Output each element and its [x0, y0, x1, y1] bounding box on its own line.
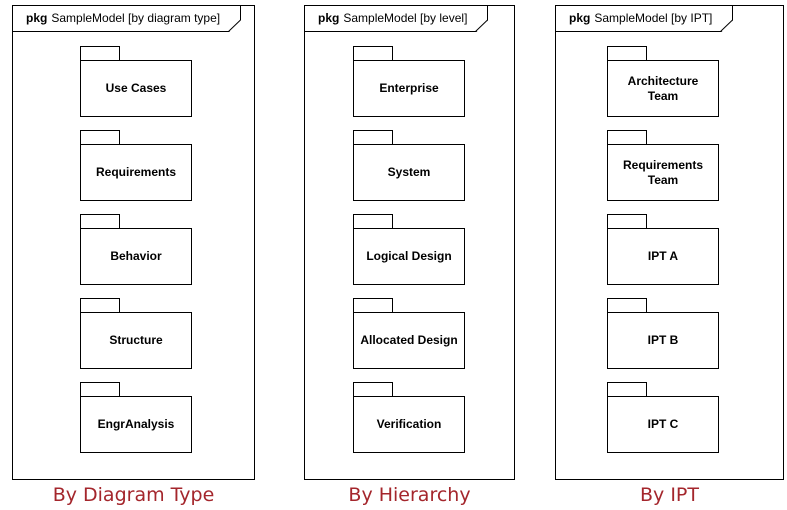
frame-title: SampleModel [by IPT] — [594, 11, 713, 25]
package-label: Structure — [80, 312, 192, 369]
package-tab — [353, 298, 393, 312]
package-tab — [353, 130, 393, 144]
package-tab — [607, 46, 647, 60]
caption-by-diagram-type: By Diagram Type — [52, 484, 215, 506]
frame-keyword: pkg — [26, 11, 48, 25]
frame-title: SampleModel [by diagram type] — [51, 11, 221, 25]
package-label: Requirements Team — [607, 144, 719, 201]
caption-by-hierarchy: By Hierarchy — [348, 484, 471, 506]
package-label: Enterprise — [353, 60, 465, 117]
package-label: Behavior — [80, 228, 192, 285]
package-label: Allocated Design — [353, 312, 465, 369]
frame-title: SampleModel [by level] — [343, 11, 468, 25]
package-tab — [607, 214, 647, 228]
package-label: IPT C — [607, 396, 719, 453]
package-tab — [80, 130, 120, 144]
package-tab — [353, 46, 393, 60]
package-tab — [607, 298, 647, 312]
package-label: System — [353, 144, 465, 201]
package-label: EngrAnalysis — [80, 396, 192, 453]
package-tab — [80, 214, 120, 228]
package-label: Logical Design — [353, 228, 465, 285]
package-tab — [353, 382, 393, 396]
package-tab — [80, 298, 120, 312]
package-tab — [80, 46, 120, 60]
package-tab — [607, 130, 647, 144]
package-label: Architecture Team — [607, 60, 719, 117]
package-label: IPT B — [607, 312, 719, 369]
caption-by-ipt: By IPT — [640, 484, 699, 506]
package-tab — [80, 382, 120, 396]
package-label: Verification — [353, 396, 465, 453]
package-label: Use Cases — [80, 60, 192, 117]
frame-keyword: pkg — [569, 11, 591, 25]
package-tab — [353, 214, 393, 228]
package-tab — [607, 382, 647, 396]
frame-keyword: pkg — [318, 11, 340, 25]
package-label: Requirements — [80, 144, 192, 201]
package-label: IPT A — [607, 228, 719, 285]
